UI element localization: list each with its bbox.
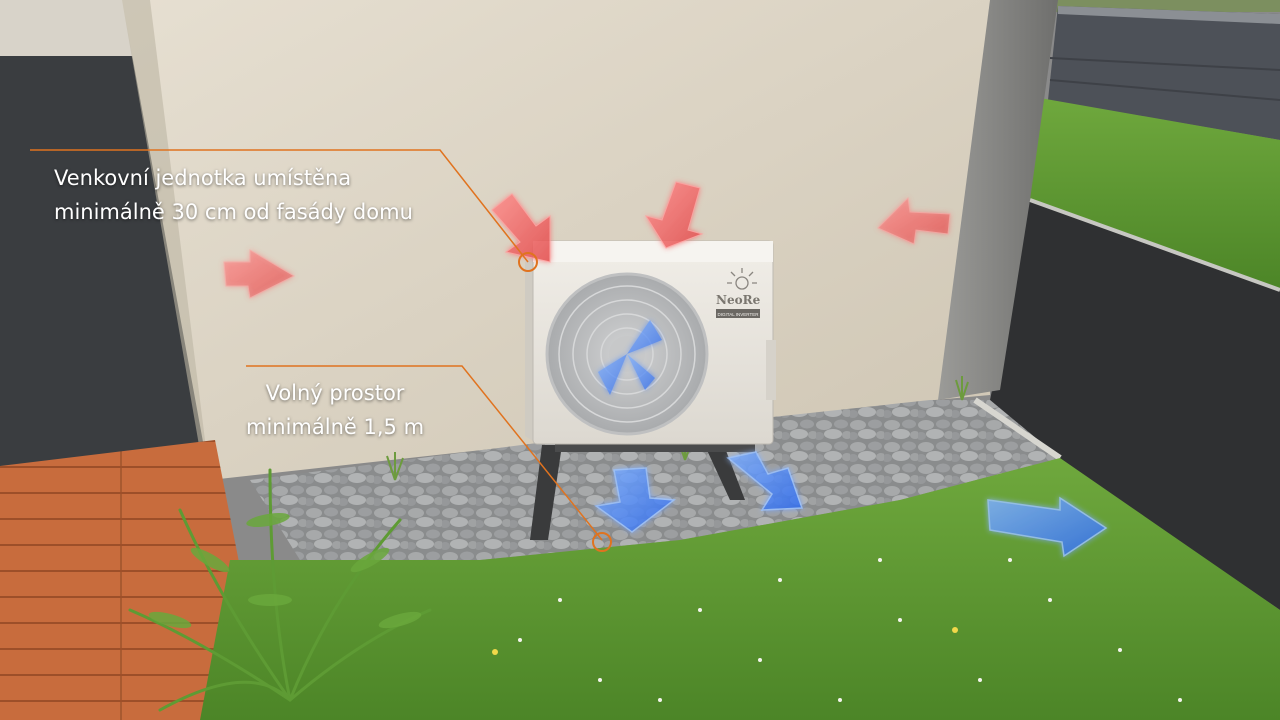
outdoor-unit: NeoRe DIGITAL INVERTER (525, 240, 776, 540)
callout-free-space-line1: Volný prostor (265, 381, 405, 405)
arrow-icon (987, 496, 1108, 558)
arrow-icon (223, 249, 296, 299)
arrow-icon (491, 193, 551, 263)
arrow-icon (877, 196, 951, 245)
wall-shadow (122, 0, 210, 480)
anchor-marker-2 (592, 532, 612, 552)
callout-unit-distance-line1: Venkovní jednotka umístěna (54, 166, 352, 190)
anchor-marker-1 (518, 252, 538, 272)
sun-icon (727, 268, 757, 290)
callout-lines (30, 149, 612, 552)
gravel-edge (973, 397, 1062, 461)
unit-brand-logo: NeoRe (716, 293, 761, 307)
gravel-bed (250, 400, 1060, 560)
callout-unit-distance-line2: minimálně 30 cm od fasády domu (54, 200, 413, 224)
fern-leaflets (148, 512, 422, 629)
curb (1029, 198, 1280, 292)
lawn-flowers (492, 558, 1182, 702)
fan-grille-rings (558, 285, 696, 423)
wooden-deck (0, 440, 270, 720)
warm-airflow-arrows (223, 181, 951, 299)
lawn-right (1030, 98, 1280, 290)
driveway (990, 200, 1280, 610)
unit-badge (716, 309, 760, 318)
fan-blades-glow (598, 320, 662, 395)
callout-unit-distance: Venkovní jednotka umístěna minimálně 30 … (54, 161, 413, 229)
cool-airflow-arrows (594, 451, 1108, 558)
garden-wall (1048, 0, 1280, 140)
arrow-icon (594, 467, 677, 533)
callout-free-space-line2: minimálně 1,5 m (246, 415, 425, 439)
arrow-icon (726, 451, 804, 511)
callout-free-space: Volný prostor minimálně 1,5 m (246, 376, 424, 444)
unit-badge-text: DIGITAL INVERTER (718, 312, 760, 317)
arrow-icon (644, 181, 704, 249)
fern-plant (128, 468, 432, 712)
leader-line-1 (30, 149, 529, 263)
leader-line-2 (246, 365, 603, 541)
concrete-pillar (938, 0, 1058, 400)
